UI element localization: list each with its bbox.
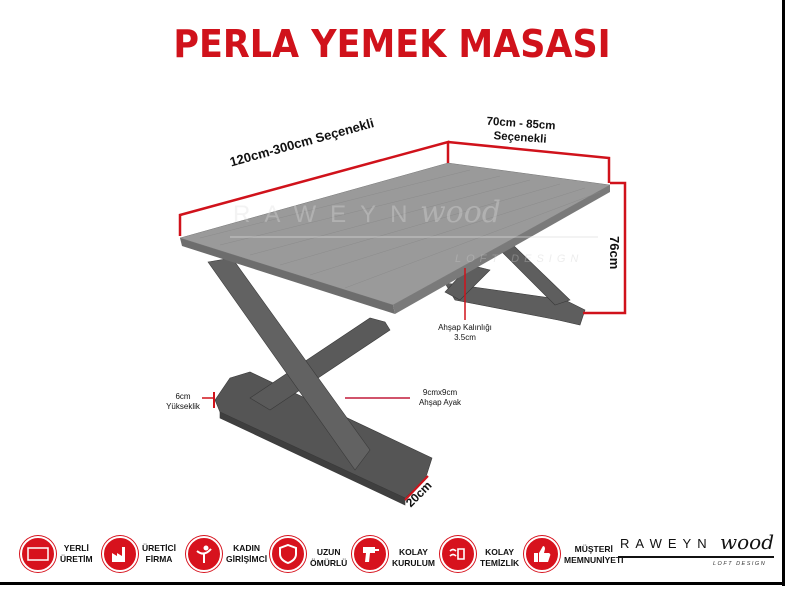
- brand-logo: RAWEYN wood LOFT DESIGN: [618, 520, 778, 572]
- thickness-label-line2: 3.5cm: [454, 333, 476, 342]
- feature-line2: ÜRETİM: [60, 554, 93, 564]
- feature-line2: MEMNUNİYETİ: [564, 555, 624, 565]
- feature-line1: KOLAY: [398, 547, 428, 557]
- feature-line1: KADIN: [233, 543, 260, 553]
- watermark-tagline: LOFT DESIGN: [455, 253, 583, 265]
- logo-divider: [618, 556, 774, 558]
- factory-icon: [102, 536, 138, 572]
- feature-line1: MÜŞTERİ: [574, 544, 613, 554]
- feature-line1: ÜRETİCİ: [142, 543, 176, 553]
- leg-label-line1: 9cmx9cm: [422, 388, 458, 397]
- thumbs-up-icon: [524, 536, 560, 572]
- height-label: 76cm: [607, 236, 622, 270]
- leg-label-line2: Ahşap Ayak: [418, 398, 462, 407]
- frame-border-right: [782, 0, 785, 586]
- feature-line2: KURULUM: [392, 558, 435, 568]
- drill-icon: [352, 536, 388, 572]
- width-label: 70cm - 85cm Seçenekli: [485, 115, 556, 148]
- feature-line2: FİRMA: [145, 554, 173, 564]
- thickness-label: Ahşap Kalınlığı 3.5cm: [430, 323, 500, 343]
- page-title: PERLA YEMEK MASASI: [173, 22, 611, 66]
- front-leg: [207, 257, 433, 506]
- feature-line1: YERLİ: [63, 543, 89, 553]
- yerli-uretim-badge-icon: [20, 536, 56, 572]
- foot-height-label: 6cm Yükseklik: [165, 392, 201, 412]
- thickness-label-line1: Ahşap Kalınlığı: [438, 323, 492, 332]
- feature-line1: UZUN: [316, 547, 341, 557]
- frame-border-bottom: [0, 582, 785, 585]
- cleaning-hand-icon: [440, 536, 476, 572]
- foot-height-line2: Yükseklik: [166, 402, 200, 411]
- woman-figure-icon: [186, 536, 222, 572]
- feature-line2: GİRİŞİMCİ: [226, 554, 268, 564]
- leg-label: 9cmx9cm Ahşap Ayak: [410, 388, 470, 408]
- watermark-script: wood: [420, 195, 501, 230]
- watermark: RAWEYN wood LOFT DESIGN: [230, 195, 598, 265]
- foot-height-line1: 6cm: [175, 392, 191, 401]
- logo-brand: RAWEYN: [620, 536, 713, 551]
- feature-line1: KOLAY: [485, 547, 515, 557]
- dimension-lines: [178, 140, 627, 501]
- tabletop: [179, 162, 611, 314]
- feature-line2: TEMİZLİK: [480, 558, 520, 568]
- back-leg: [444, 245, 586, 326]
- logo-script: wood: [720, 530, 775, 554]
- shield-icon: [270, 536, 306, 572]
- watermark-brand: RAWEYN: [233, 201, 421, 228]
- logo-tagline: LOFT DESIGN: [713, 561, 767, 567]
- feature-line2: ÖMÜRLÜ: [310, 558, 348, 568]
